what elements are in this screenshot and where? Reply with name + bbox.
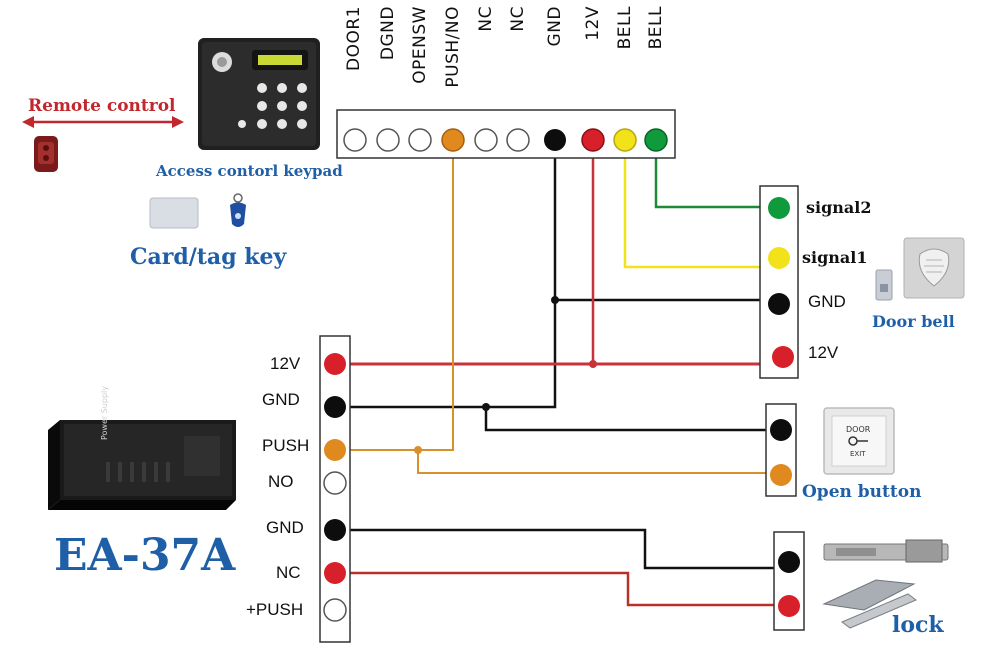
junction-dot <box>551 296 559 304</box>
psu-case-text: Power Supply <box>100 386 109 440</box>
junction-dot <box>414 446 422 454</box>
exit-plate-bottom-text: EXIT <box>850 450 866 458</box>
top-label-gnd: GND <box>545 6 565 47</box>
psu-label-no: NO <box>268 472 294 491</box>
bell-gnd-terminal <box>768 293 790 315</box>
wire-signal2 <box>654 150 770 209</box>
bell-label-signal2: signal2 <box>806 198 872 217</box>
keypad-device-icon <box>198 38 320 150</box>
exit-button-device-icon <box>823 407 895 475</box>
wire-lock-nc <box>335 571 788 607</box>
button-gnd-terminal <box>770 419 792 441</box>
bell-signal1-terminal <box>768 247 790 269</box>
top-label-push-no: PUSH/NO <box>443 6 463 88</box>
terminal-dgnd <box>376 128 400 152</box>
psu-label-gnd2: GND <box>266 518 304 537</box>
terminal-push-no <box>441 128 465 152</box>
wire-lock-gnd <box>335 528 788 570</box>
lock-gnd-terminal <box>778 551 800 573</box>
exit-plate-top-text: DOOR <box>846 425 871 434</box>
top-label-opensw: OPENSW <box>410 6 430 84</box>
wire-gnd-button <box>484 407 780 432</box>
terminal-12v <box>581 128 605 152</box>
terminal-opensw <box>408 128 432 152</box>
wire-push-button <box>417 450 780 474</box>
open-button-label: Open button <box>802 482 922 502</box>
top-label-nc-1: NC <box>476 6 496 32</box>
remote-control-label: Remote control <box>28 96 176 116</box>
top-label-12v: 12V <box>583 6 603 41</box>
psu-push2-terminal <box>323 598 347 622</box>
terminal-nc-1 <box>474 128 498 152</box>
door-bell-label: Door bell <box>872 312 955 331</box>
bell-label-12v: 12V <box>808 343 839 362</box>
lock-nc-terminal <box>778 595 800 617</box>
remote-arrow-head-right <box>172 116 184 128</box>
junction-dot <box>482 403 490 411</box>
psu-nc-terminal <box>324 562 346 584</box>
remote-arrow-head-left <box>22 116 34 128</box>
lock-bolt-icon <box>823 539 949 563</box>
psu-label-12v: 12V <box>270 354 301 373</box>
button-push-terminal <box>770 464 792 486</box>
power-supply-device-icon <box>48 420 236 510</box>
psu-12v-terminal <box>324 353 346 375</box>
junction-dot <box>589 360 597 368</box>
bell-signal2-terminal <box>768 197 790 219</box>
top-label-door1: DOOR1 <box>344 6 364 71</box>
card-tag-label: Card/tag key <box>130 244 287 270</box>
bell-label-gnd: GND <box>808 292 846 311</box>
keypad-label: Access contorl keypad <box>156 162 343 180</box>
terminal-door1 <box>343 128 367 152</box>
psu-no-terminal <box>323 471 347 495</box>
psu-label-gnd: GND <box>262 390 300 409</box>
terminal-gnd <box>544 129 566 151</box>
psu-label-push2: +PUSH <box>246 600 304 619</box>
top-label-bell-2: BELL <box>646 6 666 50</box>
door-bell-device-icon <box>903 237 965 299</box>
wire-signal1 <box>623 150 770 269</box>
bell-label-signal1: signal1 <box>802 248 868 267</box>
top-label-dgnd: DGND <box>378 6 398 61</box>
psu-label-push: PUSH <box>262 436 310 455</box>
bell-push-icon <box>875 269 893 301</box>
psu-label-nc: NC <box>276 563 301 582</box>
psu-model-label: EA-37A <box>54 530 236 581</box>
lock-label: lock <box>892 612 944 638</box>
remote-fob-icon <box>34 136 58 172</box>
lock-body-icon <box>822 579 917 629</box>
bell-12v-terminal <box>772 346 794 368</box>
wire-gnd-top <box>335 150 557 409</box>
terminal-nc-2 <box>506 128 530 152</box>
psu-push-terminal <box>324 439 346 461</box>
psu-gnd2-terminal <box>324 519 346 541</box>
psu-gnd-terminal <box>324 396 346 418</box>
wire-push <box>335 150 454 451</box>
terminal-bell-1 <box>613 128 637 152</box>
top-label-bell-1: BELL <box>615 6 635 50</box>
terminal-bell-2 <box>644 128 668 152</box>
top-label-nc-2: NC <box>508 6 528 32</box>
rfid-tag-icon <box>230 193 246 227</box>
rfid-card-icon <box>149 197 199 229</box>
